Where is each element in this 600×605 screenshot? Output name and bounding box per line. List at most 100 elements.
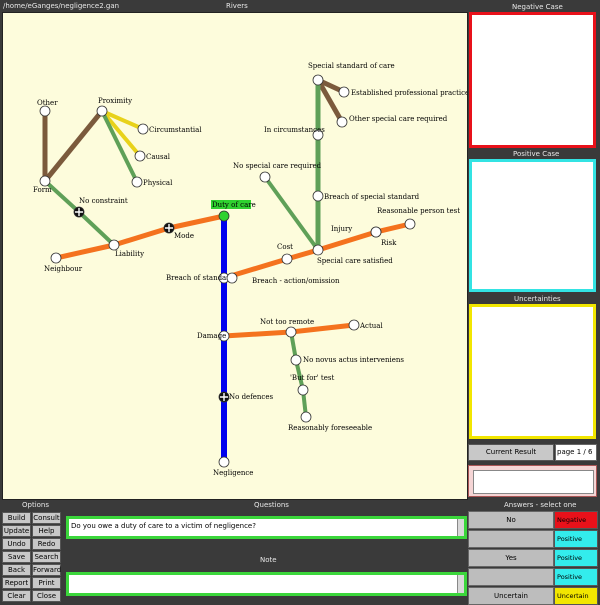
uncertainties-title: Uncertainties [514,295,561,303]
river-node-neighbour[interactable] [50,252,62,264]
answer-button-5[interactable]: Uncertain [468,587,554,605]
river-label-neighbour: Neighbour [44,265,83,273]
river-label-cost: Cost [277,243,293,251]
river-label-but-for: 'But for' test [290,374,334,382]
river-node-other-special-care[interactable] [336,116,348,128]
river-node-duty-of-care[interactable] [218,210,230,222]
river-label-no-defences: No defences [229,393,273,401]
river-node-reasonable-person[interactable] [404,218,416,230]
river-link [168,213,225,231]
river-link [375,221,411,235]
option-help-button[interactable]: Help [32,525,61,537]
option-close-button[interactable]: Close [32,590,61,602]
option-forward-button[interactable]: Forward [32,564,62,576]
river-node-causal[interactable] [134,150,146,162]
river-node-no-novus[interactable] [290,354,302,366]
river-label-proximity: Proximity [98,97,132,105]
river-label-causal: Causal [146,153,171,161]
river-link [77,210,116,247]
question-field[interactable]: Do you owe a duty of care to a victim of… [66,516,467,539]
river-link [43,109,104,183]
river-node-established-practice[interactable] [338,86,350,98]
river-node-negligence[interactable] [218,456,230,468]
answer-value-3: Positive [554,549,598,567]
option-consult-button[interactable]: Consult [32,512,61,524]
river-label-liability: Liability [115,250,144,258]
positive-case-title: Positive Case [513,150,560,158]
river-node-form[interactable] [39,175,51,187]
river-label-special-care-satisfied: Special care satisfied [317,257,393,265]
river-node-cost[interactable] [281,253,293,265]
river-node-damage[interactable] [218,330,230,342]
river-node-special-care-satisfied[interactable] [312,244,324,256]
river-label-no-constraint: No constraint [79,197,128,205]
river-node-no-special-care[interactable] [259,171,271,183]
river-link [263,175,320,252]
river-node-physical[interactable] [131,176,143,188]
answer-button-2[interactable] [468,530,554,548]
river-link [55,242,115,261]
river-link [290,322,355,335]
river-node-in-circumstances[interactable] [312,129,324,141]
river-label-established-practice: Established professional practice [351,89,467,97]
note-title: Note [260,556,277,564]
option-build-button[interactable]: Build [2,512,31,524]
river-node-actual[interactable] [348,319,360,331]
river-node-liability[interactable] [108,239,120,251]
answer-value-1: Negative [554,511,598,529]
question-scrollbar[interactable] [457,519,464,536]
negative-case-title: Negative Case [512,3,563,11]
current-result-button[interactable]: Current Result [468,444,554,461]
negative-case-box [469,12,596,148]
option-update-button[interactable]: Update [2,525,31,537]
river-link [101,109,144,131]
answer-value-4: Positive [554,568,598,586]
file-path: /home/eGanges/negligence2.gan [3,2,120,10]
river-label-not-too-remote: Not too remote [260,318,314,326]
river-node-but-for[interactable] [297,384,309,396]
option-back-button[interactable]: Back [2,564,31,576]
river-label-no-special-care: No special care required [233,162,322,170]
river-link [100,109,142,158]
river-node-reasonably-foreseeable[interactable] [300,411,312,423]
river-link [100,110,139,183]
river-node-breach-special[interactable] [312,190,324,202]
option-save-button[interactable]: Save [2,551,31,563]
river-label-in-circumstances: In circumstances [264,126,325,134]
river-link [317,229,377,253]
river-node-not-too-remote[interactable] [285,326,297,338]
options-title: Options [22,501,50,509]
answers-title: Answers - select one [504,501,577,509]
river-node-other[interactable] [39,105,51,117]
river-label-negligence: Negligence [213,469,253,477]
positive-case-box [469,159,596,292]
note-field[interactable] [66,572,467,596]
option-search-button[interactable]: Search [32,551,61,563]
option-print-button[interactable]: Print [32,577,61,589]
river-link [315,78,345,124]
active-label-highlight [211,200,251,209]
river-label-breach-of-standard: Breach of standard [166,274,235,282]
river-label-breach-special: Breach of special standard [324,193,420,201]
river-label-other: Other [37,99,58,107]
answer-button-4[interactable] [468,568,554,586]
river-node-breach-action[interactable] [226,272,238,284]
river-node-special-standard[interactable] [312,74,324,86]
river-label-actual: Actual [359,322,383,330]
option-redo-button[interactable]: Redo [32,538,61,550]
river-node-circumstantial[interactable] [137,123,149,135]
option-clear-button[interactable]: Clear [2,590,31,602]
river-label-risk: Risk [381,239,397,247]
uncertainties-box [469,304,596,439]
note-scrollbar[interactable] [457,575,464,593]
river-node-proximity[interactable] [96,105,108,117]
option-undo-button[interactable]: Undo [2,538,31,550]
answer-button-1[interactable]: No [468,511,554,529]
page-indicator: page 1 / 6 [555,444,597,461]
option-report-button[interactable]: Report [2,577,31,589]
answer-button-3[interactable]: Yes [468,549,554,567]
question-text: Do you owe a duty of care to a victim of… [71,522,256,530]
river-node-risk[interactable] [370,226,382,238]
